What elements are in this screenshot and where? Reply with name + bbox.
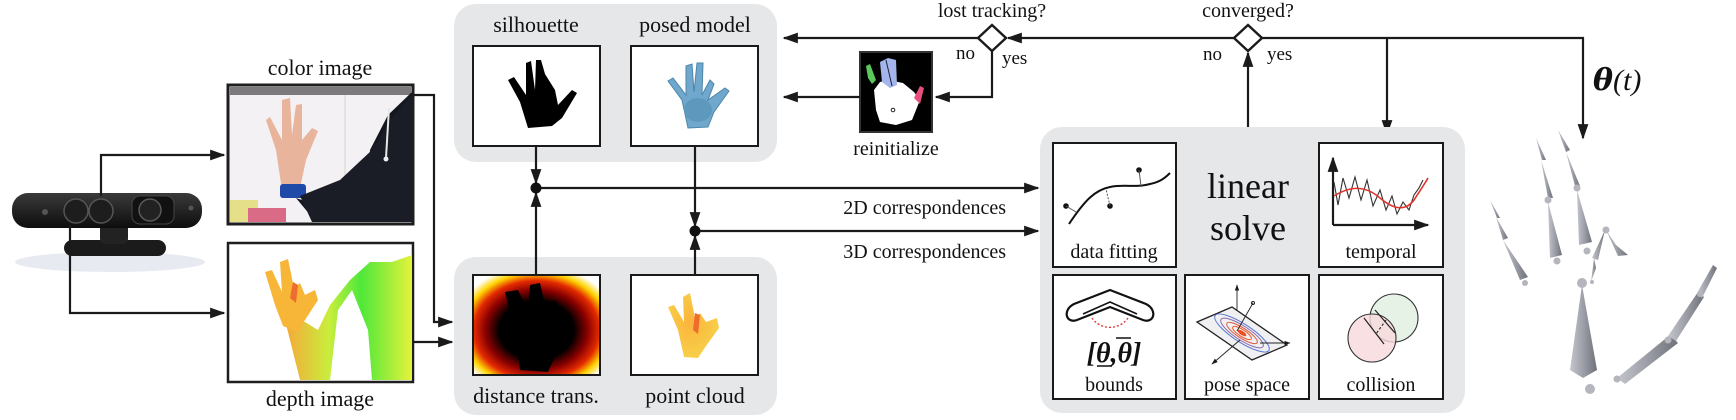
bone [1617, 335, 1678, 384]
converged-yes-label: yes [1267, 44, 1292, 65]
temporal-smooth-series [1333, 177, 1429, 209]
silhouette-image [472, 45, 601, 147]
sensor-base [64, 240, 166, 256]
bone [1606, 230, 1628, 256]
bone [1496, 217, 1508, 240]
lost-tracking-question: lost tracking? [938, 0, 1046, 22]
depth-image-label: depth image [266, 386, 374, 411]
correspondences-2d-label: 2D correspondences [843, 197, 1006, 219]
silhouette-label: silhouette [493, 12, 579, 37]
bone [1490, 200, 1500, 218]
sensor-to-depth-wire [68, 225, 226, 319]
junction-2d [530, 182, 542, 194]
pose-space-label: pose space [1204, 374, 1290, 396]
pose-space-term: pose space [1184, 274, 1310, 400]
collision-term: collision [1318, 274, 1444, 400]
temporal-noisy-series [1333, 174, 1424, 216]
bone [1548, 202, 1562, 258]
lost-tracking-yes-wire [934, 51, 994, 103]
lost-tracking-yes-label: yes [1002, 48, 1027, 69]
fitted-curve-icon [1068, 172, 1171, 225]
output-theta-label: θ(t) [1593, 63, 1641, 98]
converged-question: converged? [1202, 0, 1294, 22]
skeleton-hand-output [1490, 130, 1717, 394]
converged-diamond [1232, 23, 1264, 53]
temporal-term: temporal [1318, 142, 1444, 268]
bounds-label: bounds [1085, 374, 1143, 396]
collision-label: collision [1347, 374, 1416, 396]
joint [1585, 384, 1595, 394]
bone [1668, 292, 1704, 341]
joint [1577, 278, 1587, 288]
linear-solve-title-line2: solve [1210, 208, 1286, 248]
data-fitting-term: data fitting [1052, 142, 1177, 268]
sensor-led [42, 209, 48, 215]
color-to-sensor-panel-wire [413, 93, 454, 328]
distance-transform-label: distance trans. [473, 383, 599, 408]
bone [1536, 138, 1546, 160]
data-fitting-label: data fitting [1070, 241, 1157, 263]
posed-model-label: posed model [639, 12, 751, 37]
sensor-lens-ir [63, 198, 89, 224]
collision-sphere-red [1347, 313, 1397, 363]
junction-3d [689, 225, 701, 237]
converged-no-label: no [1203, 44, 1222, 65]
converged-yes-output-wire [1262, 36, 1589, 140]
reinitialize-image [859, 51, 933, 133]
sensor-to-color-wire [99, 149, 226, 196]
bounds-term: [θ,θ] bounds [1052, 274, 1177, 400]
posed-model-image [630, 45, 759, 147]
point-cloud-label: point cloud [645, 383, 745, 408]
time-argument: (t) [1613, 64, 1641, 97]
bone [1577, 190, 1592, 245]
lost-tracking-decision: lost tracking? no yes [938, 0, 1046, 69]
sensor-lens-projector [88, 198, 114, 224]
lost-tracking-no-label: no [956, 43, 975, 64]
converged-decision: converged? no yes [1202, 0, 1294, 65]
color-image-label: color image [268, 55, 372, 80]
bone [1697, 265, 1717, 298]
color-image [226, 83, 415, 226]
correspondences-3d-label: 3D correspondences [843, 241, 1006, 263]
bone [1591, 258, 1596, 282]
bone [1558, 130, 1570, 152]
bone [1503, 240, 1528, 280]
depth-sensor [12, 193, 205, 272]
bone [1566, 152, 1580, 186]
bone [1570, 285, 1597, 378]
reinitialize-label: reinitialize [853, 138, 939, 160]
depth-image [226, 241, 415, 384]
bounds-formula: [θ,θ] [1087, 338, 1142, 369]
bone [1541, 160, 1553, 198]
point-cloud-image [630, 274, 759, 376]
bounds-joint-icon [1065, 288, 1155, 322]
temporal-label: temporal [1345, 241, 1417, 263]
bone [1592, 230, 1605, 260]
distance-transform-image [472, 274, 601, 376]
theta-symbol: θ [1593, 63, 1613, 98]
sensor-lens-rgb [138, 198, 162, 222]
linear-solve-title-line1: linear [1207, 166, 1289, 206]
